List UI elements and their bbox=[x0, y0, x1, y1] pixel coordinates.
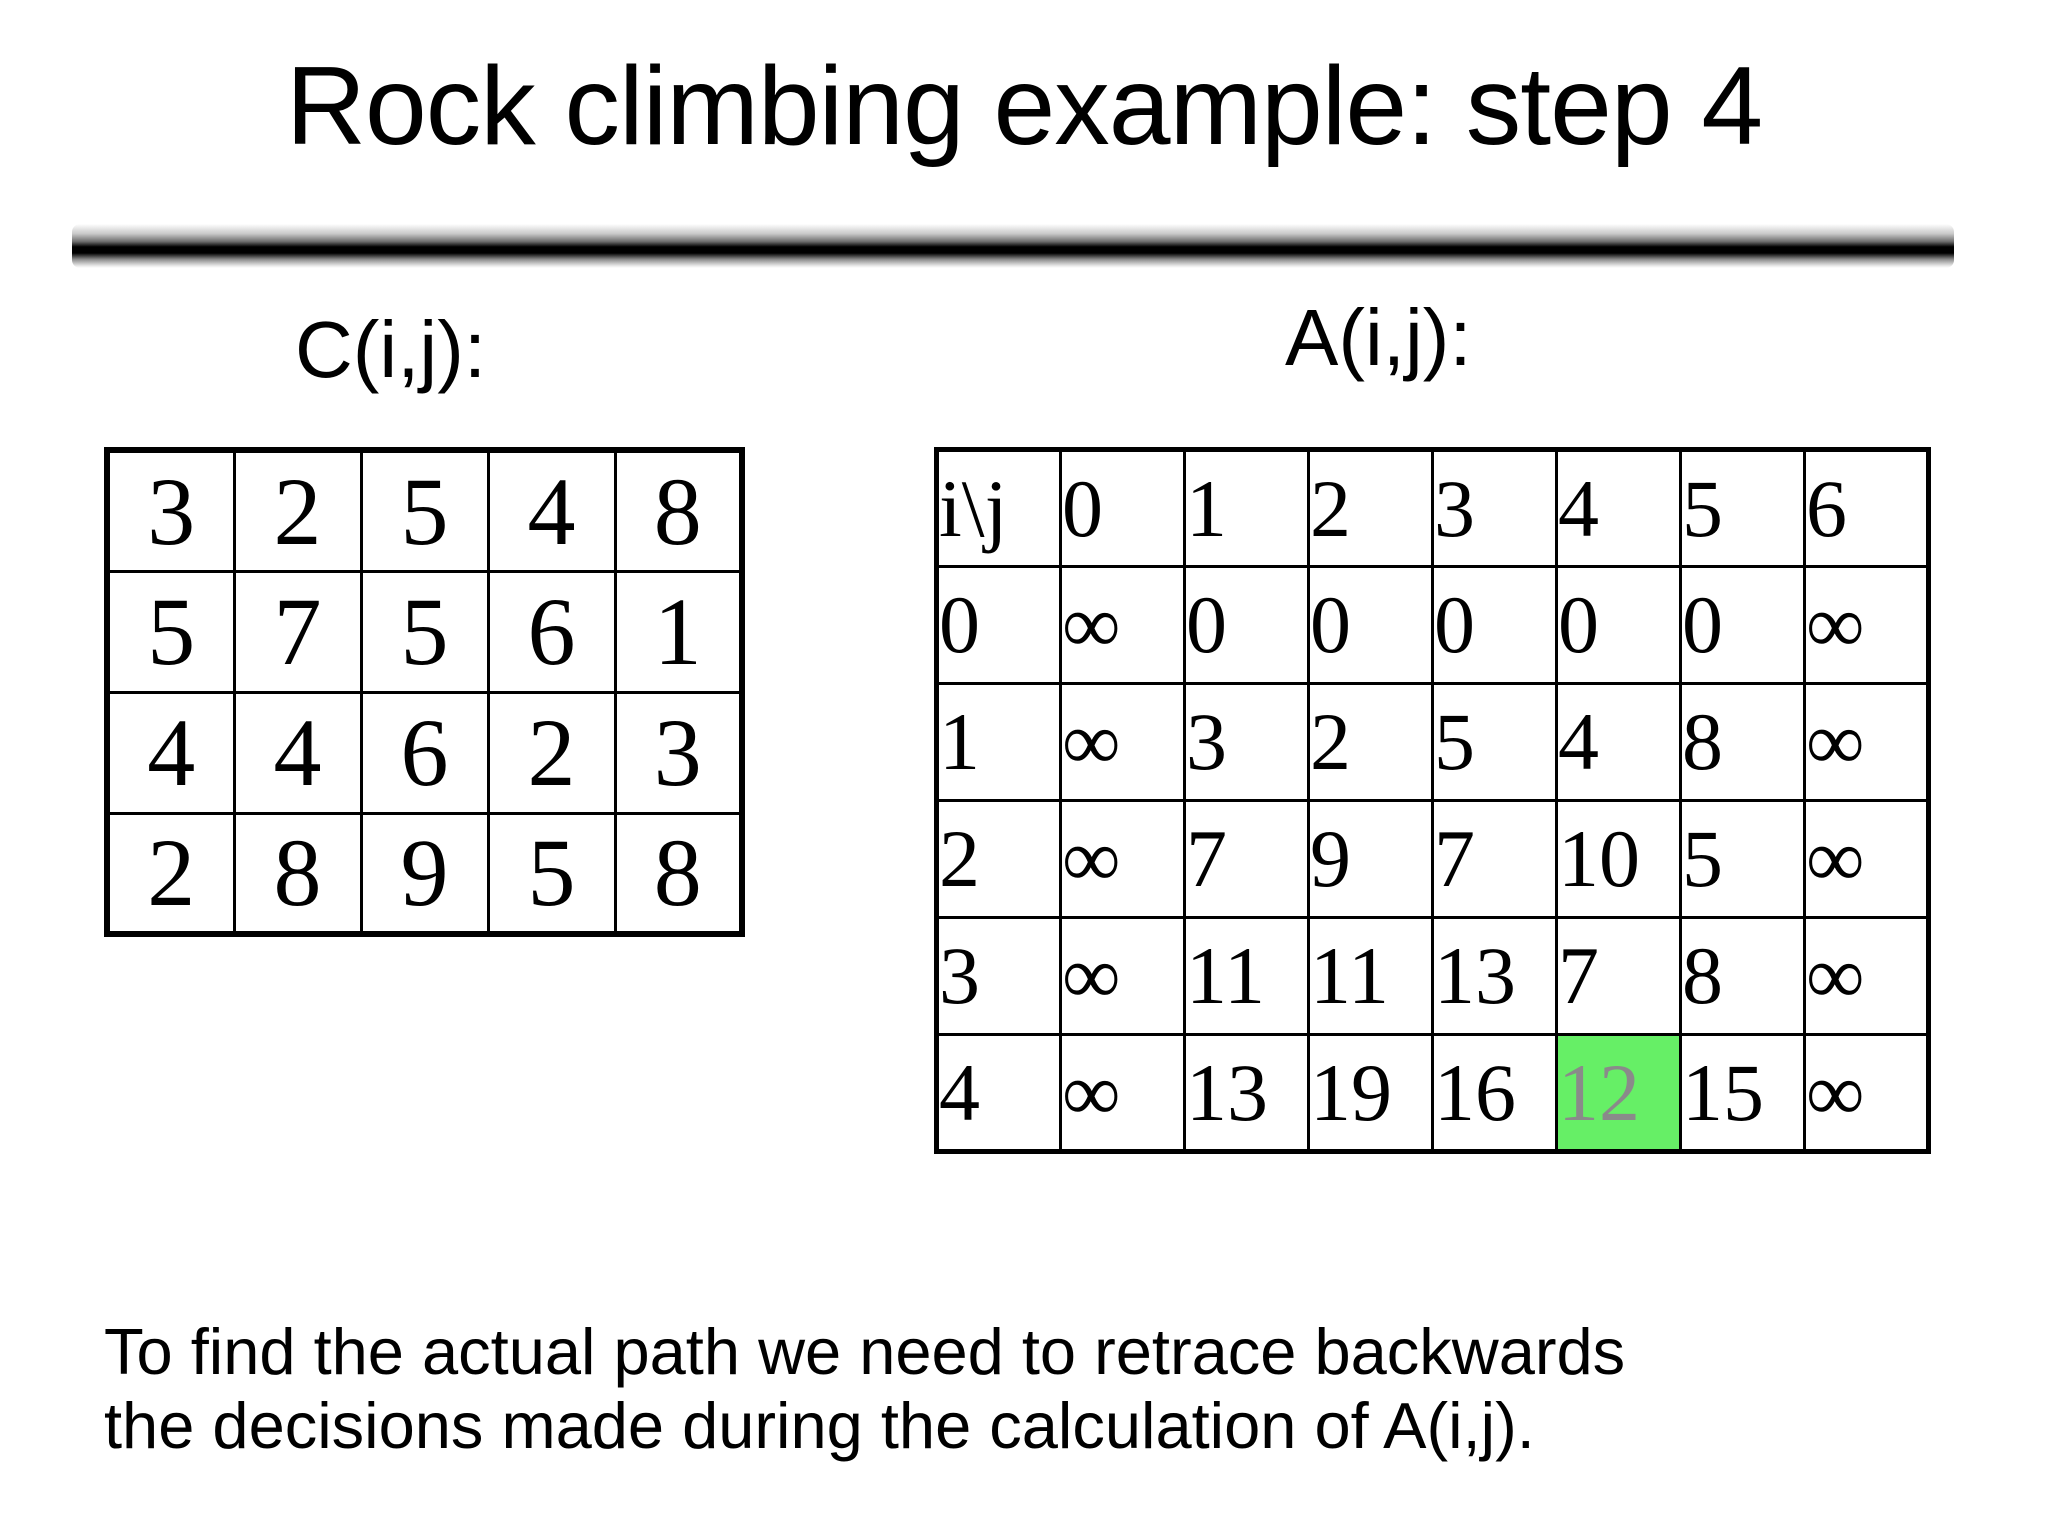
table-cell: 13 bbox=[1431, 916, 1558, 1036]
table-cell: 4 bbox=[1555, 682, 1682, 802]
table-cell: 2 bbox=[105, 811, 236, 936]
table-cell: 8 bbox=[232, 811, 363, 936]
table-cell: 0 bbox=[1555, 565, 1682, 685]
table-cell: 8 bbox=[613, 448, 744, 573]
table-cell: 3 bbox=[613, 690, 744, 815]
table-cell: ∞ bbox=[1803, 916, 1930, 1036]
header-cell: 2 bbox=[1307, 448, 1434, 568]
table-cell: 5 bbox=[105, 569, 236, 694]
table-cell: ∞ bbox=[1803, 565, 1930, 685]
title-rule bbox=[72, 224, 1954, 268]
table-cell: 10 bbox=[1555, 799, 1682, 919]
table-cell: ∞ bbox=[1803, 1033, 1930, 1153]
table-cell: 3 bbox=[1183, 682, 1310, 802]
table-cell: 7 bbox=[232, 569, 363, 694]
slide-title: Rock climbing example: step 4 bbox=[285, 44, 1763, 168]
table-cell: 9 bbox=[1307, 799, 1434, 919]
table-cell: 0 bbox=[1431, 565, 1558, 685]
table-cell: 15 bbox=[1679, 1033, 1806, 1153]
table-cell: 1 bbox=[935, 682, 1062, 802]
table-cell: 11 bbox=[1183, 916, 1310, 1036]
header-cell: 3 bbox=[1431, 448, 1558, 568]
table-cell: 3 bbox=[105, 448, 236, 573]
table-cell: 0 bbox=[935, 565, 1062, 685]
header-cell: i\j bbox=[935, 448, 1062, 568]
header-cell: 4 bbox=[1555, 448, 1682, 568]
table-cell: 4 bbox=[935, 1033, 1062, 1153]
table-cell: ∞ bbox=[1059, 565, 1186, 685]
table-cell: 2 bbox=[935, 799, 1062, 919]
header-cell: 0 bbox=[1059, 448, 1186, 568]
table-cell: 6 bbox=[359, 690, 490, 815]
table-cell: 4 bbox=[105, 690, 236, 815]
table-cell: 5 bbox=[1431, 682, 1558, 802]
table-cell: 7 bbox=[1555, 916, 1682, 1036]
table-cell: 8 bbox=[1679, 916, 1806, 1036]
table-cell: 0 bbox=[1183, 565, 1310, 685]
a-table-label: A(i,j): bbox=[1285, 293, 1472, 382]
table-cell: 0 bbox=[1307, 565, 1434, 685]
table-cell: 5 bbox=[1679, 799, 1806, 919]
table-cell: 2 bbox=[1307, 682, 1434, 802]
table-cell: 11 bbox=[1307, 916, 1434, 1036]
table-cell: 19 bbox=[1307, 1033, 1434, 1153]
table-cell: 0 bbox=[1679, 565, 1806, 685]
table-cell: 9 bbox=[359, 811, 490, 936]
table-cell: ∞ bbox=[1059, 916, 1186, 1036]
header-cell: 1 bbox=[1183, 448, 1310, 568]
table-cell: 1 bbox=[613, 569, 744, 694]
table-cell: ∞ bbox=[1059, 682, 1186, 802]
footer-text: To find the actual path we need to retra… bbox=[104, 1315, 1625, 1463]
table-cell: ∞ bbox=[1059, 799, 1186, 919]
table-cell: 2 bbox=[232, 448, 363, 573]
footer-line-2: the decisions made during the calculatio… bbox=[104, 1389, 1535, 1462]
header-cell: 5 bbox=[1679, 448, 1806, 568]
header-cell: 6 bbox=[1803, 448, 1930, 568]
table-cell: ∞ bbox=[1059, 1033, 1186, 1153]
highlighted-cell: 12 bbox=[1555, 1033, 1682, 1153]
table-cell: 5 bbox=[486, 811, 617, 936]
table-cell: 3 bbox=[935, 916, 1062, 1036]
table-cell: 7 bbox=[1431, 799, 1558, 919]
table-cell: 7 bbox=[1183, 799, 1310, 919]
table-cell: 5 bbox=[359, 569, 490, 694]
table-cell: ∞ bbox=[1803, 799, 1930, 919]
table-cell: 13 bbox=[1183, 1033, 1310, 1153]
footer-line-1: To find the actual path we need to retra… bbox=[104, 1315, 1626, 1388]
table-cell: 16 bbox=[1431, 1033, 1558, 1153]
table-cell: 4 bbox=[232, 690, 363, 815]
c-table-label: C(i,j): bbox=[295, 305, 487, 394]
table-cell: ∞ bbox=[1803, 682, 1930, 802]
table-cell: 8 bbox=[613, 811, 744, 936]
table-cell: 5 bbox=[359, 448, 490, 573]
table-cell: 4 bbox=[486, 448, 617, 573]
table-cell: 6 bbox=[486, 569, 617, 694]
table-cell: 2 bbox=[486, 690, 617, 815]
table-cell: 8 bbox=[1679, 682, 1806, 802]
